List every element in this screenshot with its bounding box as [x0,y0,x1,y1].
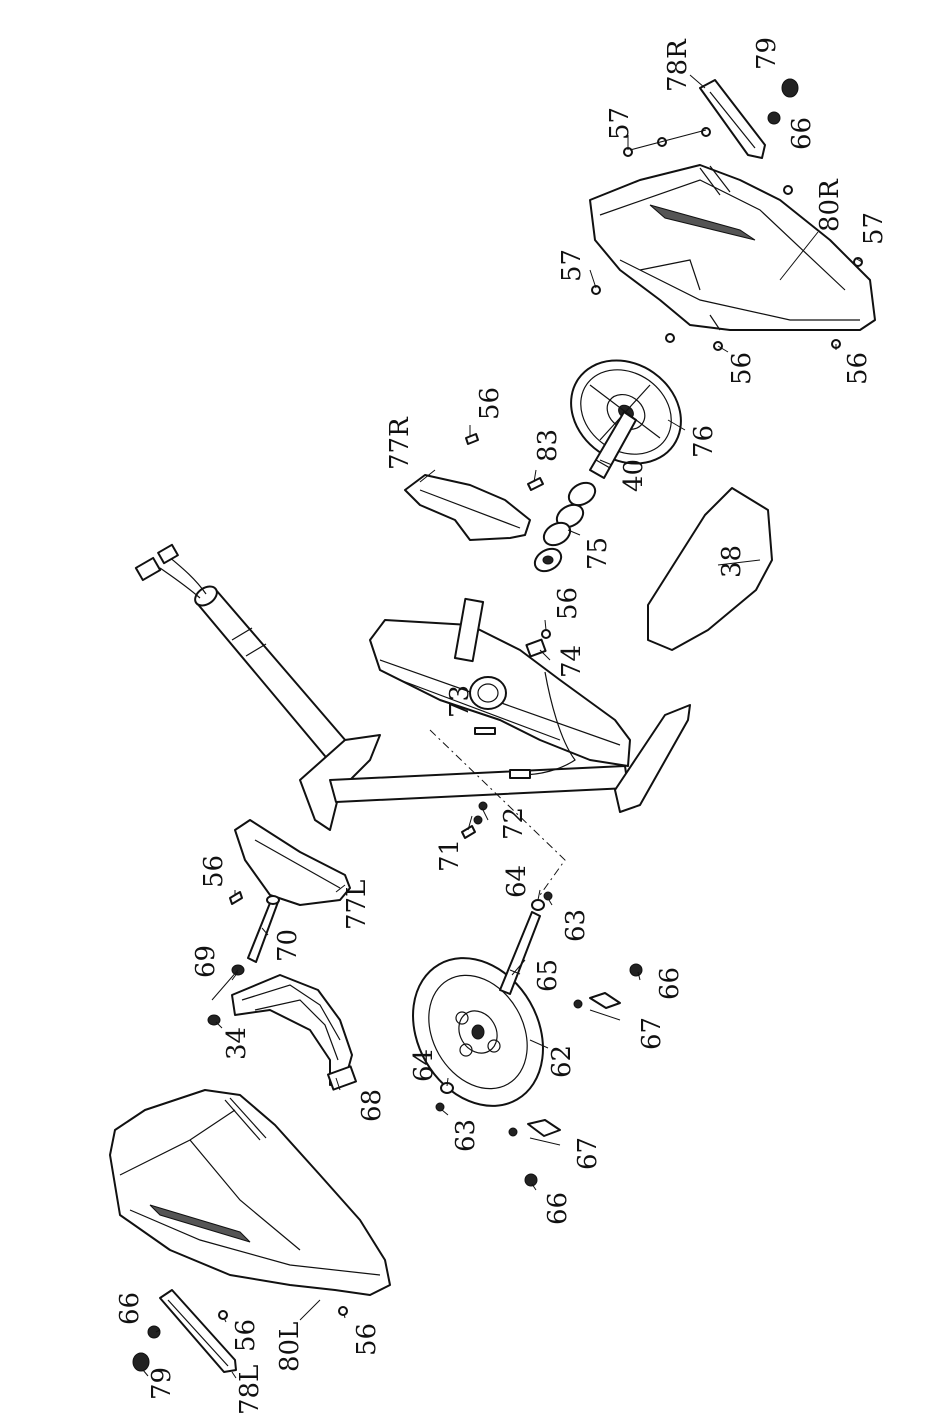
label-57-a: 57 [605,107,635,140]
label-66-c: 66 [543,1192,573,1225]
main-frame [136,545,690,830]
panel-38 [648,488,772,650]
label-72: 72 [499,807,529,840]
left-shroud-80L [110,1090,390,1295]
screw-56-74 [542,630,550,638]
label-79-bottom: 79 [147,1367,177,1400]
nut-63-bottom [436,1103,444,1111]
label-78R: 78R [663,38,693,92]
label-73: 73 [445,685,475,718]
nut-63-top [544,892,552,900]
label-77L: 77L [342,880,372,930]
label-74: 74 [557,645,587,678]
label-64-a: 64 [502,865,532,898]
label-63-b: 63 [451,1119,481,1152]
label-68: 68 [357,1089,387,1122]
label-67-b: 67 [573,1137,603,1170]
nut-66-top [768,112,780,124]
label-66-b: 66 [655,967,685,1000]
label-56-g: 56 [352,1323,382,1356]
label-34: 34 [222,1027,252,1060]
label-56-f: 56 [231,1319,261,1352]
label-63-a: 63 [561,909,591,942]
nut-66-d [148,1326,160,1338]
label-64-b: 64 [409,1049,439,1082]
label-66-top: 66 [787,117,817,150]
label-66-d: 66 [115,1292,145,1325]
label-62: 62 [547,1045,577,1078]
label-56-e: 56 [199,855,229,888]
clip-67-a [574,993,620,1020]
label-83: 83 [533,429,563,462]
label-77R: 77R [385,416,415,470]
left-arm-78L [160,1290,236,1372]
screw-56-77R [466,434,478,444]
cover-77L [235,820,350,905]
label-71: 71 [435,839,465,872]
label-80R: 80R [815,178,845,232]
label-56-c: 56 [475,387,505,420]
bolt-83 [528,478,543,490]
sensor-74 [526,640,545,657]
label-80L: 80L [275,1322,305,1372]
cover-77R [405,475,530,540]
screws-80L [219,1307,347,1319]
label-57-c: 57 [557,249,587,282]
screw-56-77L [230,892,242,904]
label-67-a: 67 [637,1017,667,1050]
label-69: 69 [191,945,221,978]
label-65: 65 [533,959,563,992]
label-56-d: 56 [553,587,583,620]
label-56-b: 56 [843,352,873,385]
label-79-top: 79 [752,37,782,70]
label-75: 75 [583,537,613,570]
label-56-a: 56 [727,352,757,385]
label-57-b: 57 [859,212,889,245]
nut-64-top [532,900,544,910]
label-70: 70 [273,929,303,962]
label-38: 38 [717,545,747,578]
nut-66-c [525,1174,537,1186]
clip-67-b [509,1120,560,1145]
label-76: 76 [689,425,719,458]
label-40: 40 [619,459,649,492]
knob-79-top [782,79,798,97]
label-78L: 78L [235,1365,265,1415]
right-arm-78R [700,80,765,158]
nut-66-b [630,964,642,976]
